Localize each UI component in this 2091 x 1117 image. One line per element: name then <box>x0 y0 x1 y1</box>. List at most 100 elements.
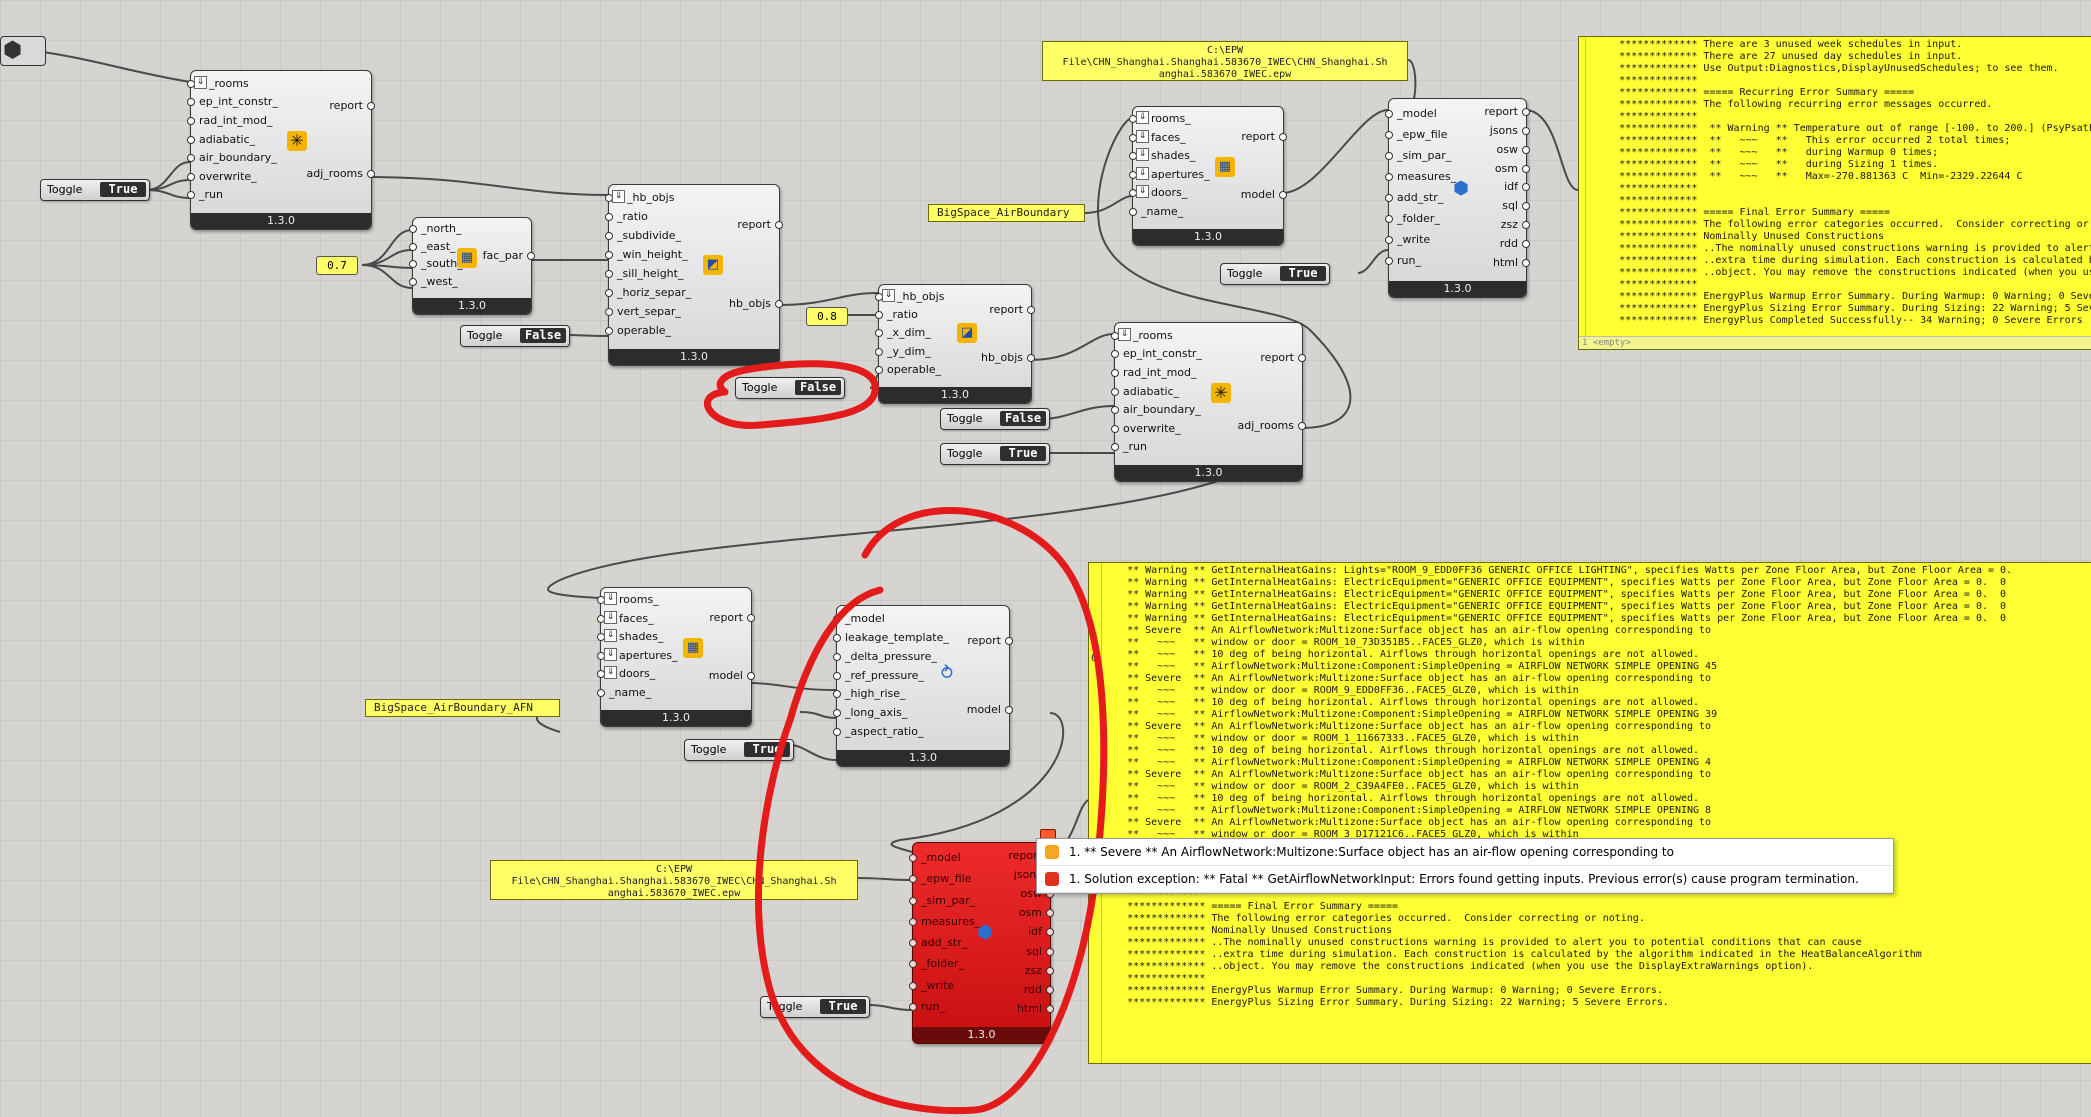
input-east[interactable]: _east_ <box>409 240 463 253</box>
input-run[interactable]: run_ <box>1384 254 1456 267</box>
input-model[interactable]: _model <box>908 851 980 864</box>
input-folder[interactable]: _folder_ <box>1384 212 1456 225</box>
input-win-height[interactable]: _win_height_ <box>604 248 691 261</box>
aperture-by-ratio-component[interactable]: _hb_objs _ratio _subdivide_ _win_height_… <box>604 184 783 366</box>
toggle-air-boundary-2[interactable]: Toggle False <box>940 408 1050 430</box>
input-subdivide[interactable]: _subdivide_ <box>604 229 691 242</box>
input-hb-objs[interactable]: _hb_objs <box>874 289 944 303</box>
input-name[interactable]: _name_ <box>597 686 678 699</box>
number-slider-ratio-2[interactable]: 0.8 <box>806 307 848 326</box>
output-adj-rooms[interactable]: adj_rooms <box>1238 419 1307 432</box>
input-apertures[interactable]: apertures_ <box>1129 166 1210 181</box>
output-model[interactable]: model <box>709 669 756 682</box>
hexagon-source-node[interactable]: ⬢ <box>0 36 46 66</box>
output-osm[interactable]: osm <box>1008 906 1054 919</box>
input-doors[interactable]: doors_ <box>597 666 678 680</box>
airflow-network-component[interactable]: _model leakage_template_ _delta_pressure… <box>833 605 1014 767</box>
output-report[interactable]: report <box>709 611 756 624</box>
output-jsons[interactable]: jsons <box>1484 124 1530 137</box>
input-air-boundary[interactable]: air_boundary_ <box>187 151 278 164</box>
output-osw[interactable]: osw <box>1484 143 1530 156</box>
output-osm[interactable]: osm <box>1484 162 1530 175</box>
input-overwrite[interactable]: overwrite_ <box>1111 422 1202 435</box>
output-rdd[interactable]: rdd <box>1008 983 1054 996</box>
input-shades[interactable]: shades_ <box>597 629 678 643</box>
adjacency-component-1[interactable]: _rooms ep_int_constr_ rad_int_mod_ adiab… <box>187 70 376 230</box>
toggle-operable-1[interactable]: Toggle False <box>460 325 570 347</box>
toggle-operable-2[interactable]: Toggle False <box>735 377 845 399</box>
output-zsz[interactable]: zsz <box>1008 964 1054 977</box>
output-model[interactable]: model <box>1241 188 1288 201</box>
output-report[interactable]: report <box>981 303 1035 316</box>
input-run[interactable]: _run <box>187 188 278 201</box>
input-model[interactable]: _model <box>1384 107 1456 120</box>
input-sim-par[interactable]: _sim_par_ <box>1384 149 1456 162</box>
input-faces[interactable]: faces_ <box>1129 129 1210 144</box>
output-html[interactable]: html <box>1008 1002 1054 1015</box>
toggle-high-rise[interactable]: Toggle True <box>684 739 794 761</box>
output-rdd[interactable]: rdd <box>1484 237 1530 250</box>
output-adj-rooms[interactable]: adj_rooms <box>307 167 376 180</box>
toggle-value[interactable]: False <box>795 380 841 395</box>
input-rooms[interactable]: _rooms <box>187 75 278 90</box>
input-north[interactable]: _north_ <box>409 222 463 235</box>
input-sill-height[interactable]: _sill_height_ <box>604 267 691 280</box>
toggle-value[interactable]: True <box>744 742 790 757</box>
toggle-value[interactable]: True <box>820 999 866 1014</box>
output-report[interactable]: report <box>729 218 783 231</box>
input-measures[interactable]: measures_ <box>908 915 980 928</box>
input-ratio[interactable]: _ratio <box>604 210 691 223</box>
input-ep-int-constr[interactable]: ep_int_constr_ <box>1111 347 1202 360</box>
toggle-value[interactable]: True <box>100 182 146 197</box>
toggle-run-adjacency-2[interactable]: Toggle True <box>940 443 1050 465</box>
input-epw-file[interactable]: _epw_file <box>1384 128 1456 141</box>
input-air-boundary[interactable]: air_boundary_ <box>1111 403 1202 416</box>
input-west[interactable]: _west_ <box>409 275 463 288</box>
input-operable[interactable]: operable_ <box>874 363 944 376</box>
output-fac-par[interactable]: fac_par <box>483 249 536 262</box>
adjacency-component-2[interactable]: _rooms ep_int_constr_ rad_int_mod_ adiab… <box>1111 322 1307 482</box>
input-name[interactable]: _name_ <box>1129 205 1210 218</box>
model-component-2[interactable]: rooms_ faces_ shades_ apertures_ doors_ … <box>597 587 756 727</box>
input-high-rise[interactable]: _high_rise_ <box>833 687 949 700</box>
run-simulation-component-1[interactable]: _model _epw_file _sim_par_ measures_ add… <box>1384 98 1530 298</box>
output-zsz[interactable]: zsz <box>1484 218 1530 231</box>
input-faces[interactable]: faces_ <box>597 610 678 625</box>
model-component-1[interactable]: rooms_ faces_ shades_ apertures_ doors_ … <box>1129 106 1288 246</box>
input-write[interactable]: _write <box>908 979 980 992</box>
input-apertures[interactable]: apertures_ <box>597 647 678 662</box>
input-model[interactable]: _model <box>833 612 949 625</box>
input-operable[interactable]: operable_ <box>604 324 691 337</box>
input-ref-pressure[interactable]: _ref_pressure_ <box>833 669 949 682</box>
toggle-value[interactable]: False <box>1000 411 1046 426</box>
input-adiabatic[interactable]: adiabatic_ <box>1111 385 1202 398</box>
toggle-run-adjacency-1[interactable]: Toggle True <box>40 179 150 201</box>
input-long-axis[interactable]: _long_axis_ <box>833 706 949 719</box>
input-run[interactable]: _run <box>1111 440 1202 453</box>
input-add-str[interactable]: add_str_ <box>1384 191 1456 204</box>
input-write[interactable]: _write <box>1384 233 1456 246</box>
toggle-run-simulation-1[interactable]: Toggle True <box>1220 263 1330 285</box>
toggle-value[interactable]: True <box>1280 266 1326 281</box>
input-shades[interactable]: shades_ <box>1129 148 1210 162</box>
input-ratio[interactable]: _ratio <box>874 308 944 321</box>
model-name-panel-bottom[interactable]: BigSpace_AirBoundary_AFN <box>365 699 560 717</box>
input-rooms[interactable]: _rooms <box>1111 327 1202 342</box>
input-rooms[interactable]: rooms_ <box>597 592 678 606</box>
input-leakage-template[interactable]: leakage_template_ <box>833 631 949 644</box>
epw-path-panel-bottom[interactable]: C:\EPW File\CHN_Shanghai.Shanghai.583670… <box>490 860 858 900</box>
output-html[interactable]: html <box>1484 256 1530 269</box>
output-idf[interactable]: idf <box>1484 180 1530 193</box>
output-sql[interactable]: sql <box>1008 945 1054 958</box>
input-run[interactable]: run_ <box>908 1000 980 1013</box>
toggle-value[interactable]: True <box>1000 446 1046 461</box>
input-add-str[interactable]: add_str_ <box>908 936 980 949</box>
input-horiz-separ[interactable]: _horiz_separ_ <box>604 286 691 299</box>
output-idf[interactable]: idf <box>1008 925 1054 938</box>
epw-path-panel-top[interactable]: C:\EPW File\CHN_Shanghai.Shanghai.583670… <box>1042 41 1408 81</box>
output-hb-objs[interactable]: hb_objs <box>729 297 783 310</box>
output-report[interactable]: report <box>1484 105 1530 118</box>
input-y-dim[interactable]: _y_dim_ <box>874 345 944 358</box>
input-folder[interactable]: _folder_ <box>908 957 980 970</box>
input-adiabatic[interactable]: adiabatic_ <box>187 133 278 146</box>
